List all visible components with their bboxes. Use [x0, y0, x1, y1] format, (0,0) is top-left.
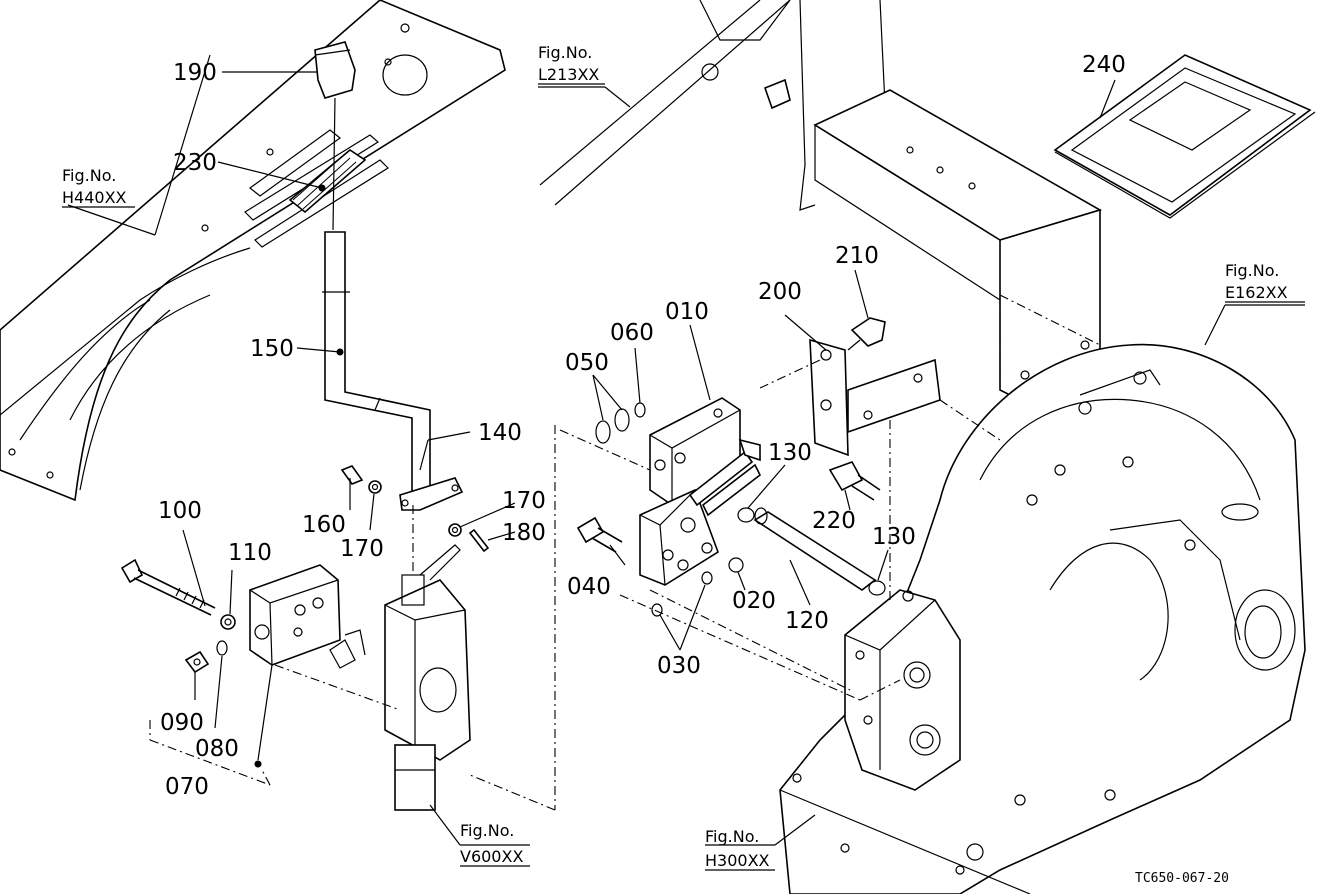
pipe-120 — [753, 507, 877, 591]
callout-110: 110 — [228, 540, 272, 566]
fig-ref-h300-label: Fig.No. — [705, 827, 759, 846]
callout-050: 050 — [565, 350, 609, 376]
callout-160: 160 — [302, 512, 346, 538]
callout-010: 010 — [665, 299, 709, 325]
callout-140: 140 — [478, 420, 522, 446]
fig-ref-h300-code: H300XX — [705, 851, 770, 870]
callout-040: 040 — [567, 574, 611, 600]
callout-090: 090 — [160, 710, 204, 736]
pin-bolt — [340, 465, 490, 553]
bolt-210 — [847, 317, 886, 351]
slot-plate — [288, 149, 367, 214]
bolt-040 — [576, 516, 623, 553]
valve-port-block — [844, 589, 961, 791]
callout-230: 230 — [173, 150, 217, 176]
callout-150: 150 — [250, 336, 294, 362]
manual-booklet — [1053, 54, 1316, 219]
mount-bracket — [809, 338, 941, 457]
callout-080: 080 — [195, 736, 239, 762]
lever-guide-panel — [0, 0, 506, 502]
callout-030: 030 — [657, 653, 701, 679]
frame-member — [539, 0, 886, 211]
fig-ref-l213-label: Fig.No. — [538, 43, 592, 62]
lever-bracket — [399, 477, 464, 511]
hydraulic-block — [249, 564, 341, 666]
callout-170-b: 170 — [502, 488, 546, 514]
callout-060: 060 — [610, 320, 654, 346]
fig-ref-v600-label: Fig.No. — [460, 821, 514, 840]
long-bolt — [120, 558, 236, 630]
callout-190: 190 — [173, 60, 217, 86]
plug-and-oring — [184, 640, 228, 674]
drawing-code: TC650-067-20 — [1135, 871, 1229, 886]
fig-ref-h440-label: Fig.No. — [62, 166, 116, 185]
callout-180: 180 — [502, 520, 546, 546]
callout-240: 240 — [1082, 52, 1126, 78]
callout-170-a: 170 — [340, 536, 384, 562]
seat-bracket — [813, 89, 1103, 396]
connecting-tubes — [688, 438, 762, 517]
control-lever — [322, 231, 431, 496]
lever-knob — [314, 41, 356, 231]
callout-220: 220 — [812, 508, 856, 534]
callout-130-b: 130 — [872, 524, 916, 550]
figure-references: Fig.No. H440XX Fig.No. L213XX Fig.No. E1… — [62, 43, 1305, 871]
callout-210: 210 — [835, 243, 879, 269]
leader-lines — [67, 54, 1305, 846]
fig-ref-e162-label: Fig.No. — [1225, 261, 1279, 280]
callout-120: 120 — [785, 608, 829, 634]
fig-ref-h440-code: H440XX — [62, 188, 127, 207]
fig-ref-e162-code: E162XX — [1225, 283, 1288, 302]
callout-070: 070 — [165, 774, 209, 800]
callout-130-a: 130 — [768, 440, 812, 466]
housing-base — [779, 773, 1116, 894]
fig-ref-l213-code: L213XX — [538, 65, 599, 84]
control-valve — [329, 544, 471, 811]
fig-ref-v600-code: V600XX — [460, 847, 523, 866]
manifold-block — [639, 488, 719, 586]
callout-100: 100 — [158, 498, 202, 524]
assembly-lines — [149, 294, 1101, 811]
callout-labels: 190 230 150 140 160 170 170 180 100 110 … — [158, 52, 1126, 800]
bolt-220 — [828, 461, 881, 501]
callout-020: 020 — [732, 588, 776, 614]
callout-200: 200 — [758, 279, 802, 305]
